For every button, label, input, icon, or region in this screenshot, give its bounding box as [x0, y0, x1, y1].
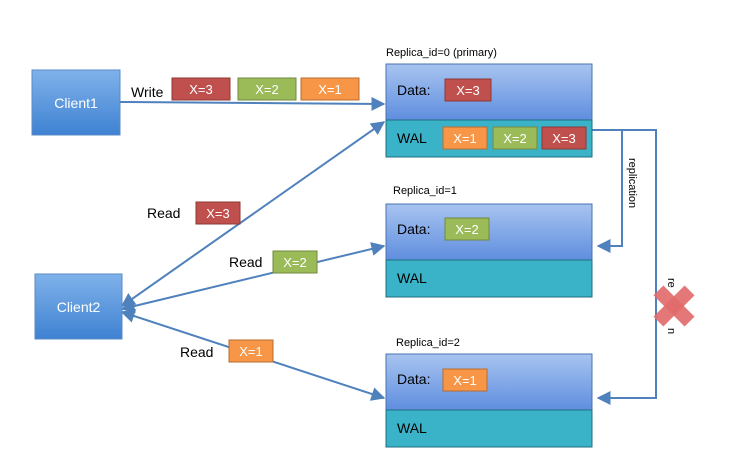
replica-1-wal-box — [385, 259, 593, 298]
replication-label-replica1: replication — [626, 158, 638, 208]
replica-2-wal-box — [385, 409, 593, 448]
svg-text:X=1: X=1 — [318, 82, 342, 97]
replica-0: Replica_id=0 (primary) Data: X=3 WAL X=1… — [385, 47, 593, 158]
svg-text:X=1: X=1 — [239, 344, 263, 359]
read-label-1: Read — [147, 205, 180, 221]
client2-node: Client2 — [34, 273, 123, 340]
svg-text:X=3: X=3 — [189, 82, 213, 97]
replica-1-wal-label: WAL — [397, 270, 427, 286]
read-value-x1: X=1 — [228, 339, 274, 363]
read-label-2: Read — [229, 254, 262, 270]
svg-text:X=1: X=1 — [453, 373, 477, 388]
replication-arrow-replica1 — [592, 129, 623, 253]
write-value-x3: X=3 — [171, 77, 231, 101]
read-arrow-replica1 — [120, 242, 386, 313]
replica-1: Replica_id=1 Data: X=2 WAL — [385, 185, 593, 298]
svg-text:X=2: X=2 — [255, 82, 279, 97]
read-value-x3: X=3 — [195, 201, 241, 225]
replication-label-replica2-bottom: n — [665, 328, 677, 334]
replica-2-data-label: Data: — [397, 371, 430, 387]
read-label-3: Read — [180, 344, 213, 360]
replica-0-data-box — [385, 63, 593, 121]
svg-text:X=3: X=3 — [552, 131, 576, 146]
replica-1-data-value: X=2 — [444, 217, 490, 241]
replica-0-wal-label: WAL — [397, 130, 427, 146]
write-label: Write — [131, 84, 164, 100]
replication-arrow-replica2 — [592, 129, 657, 405]
replica-0-data-label: Data: — [397, 82, 430, 98]
write-value-x2: X=2 — [237, 77, 297, 101]
client1-label: Client1 — [54, 95, 98, 111]
replica-2-title: Replica_id=2 — [396, 337, 460, 349]
replica-0-wal-entry-x3: X=3 — [541, 126, 587, 150]
replica-2: Replica_id=2 Data: X=1 WAL — [385, 337, 593, 448]
svg-text:X=1: X=1 — [453, 131, 477, 146]
replica-0-data-value: X=3 — [444, 78, 492, 102]
svg-text:X=3: X=3 — [206, 206, 230, 221]
replica-2-data-box — [385, 353, 593, 411]
svg-text:X=2: X=2 — [503, 131, 527, 146]
svg-text:X=2: X=2 — [283, 255, 307, 270]
replica-0-title: Replica_id=0 (primary) — [386, 47, 497, 59]
write-value-x1: X=1 — [300, 77, 360, 101]
replica-2-data-value: X=1 — [442, 368, 488, 392]
replica-0-wal-entry-x1: X=1 — [442, 126, 488, 150]
replica-2-wal-label: WAL — [397, 420, 427, 436]
read-value-x2: X=2 — [272, 250, 318, 274]
replica-1-title: Replica_id=1 — [393, 185, 457, 197]
arrows — [119, 96, 657, 405]
client1-node: Client1 — [31, 69, 121, 136]
svg-text:X=3: X=3 — [456, 83, 480, 98]
write-arrow — [119, 96, 386, 111]
client2-label: Client2 — [57, 299, 101, 315]
replica-0-wal-entry-x2: X=2 — [492, 126, 538, 150]
replication-label-replica2-top: re — [665, 278, 677, 288]
replication-failed-icon — [653, 285, 695, 327]
svg-text:X=2: X=2 — [455, 222, 479, 237]
replica-1-data-label: Data: — [397, 221, 430, 237]
